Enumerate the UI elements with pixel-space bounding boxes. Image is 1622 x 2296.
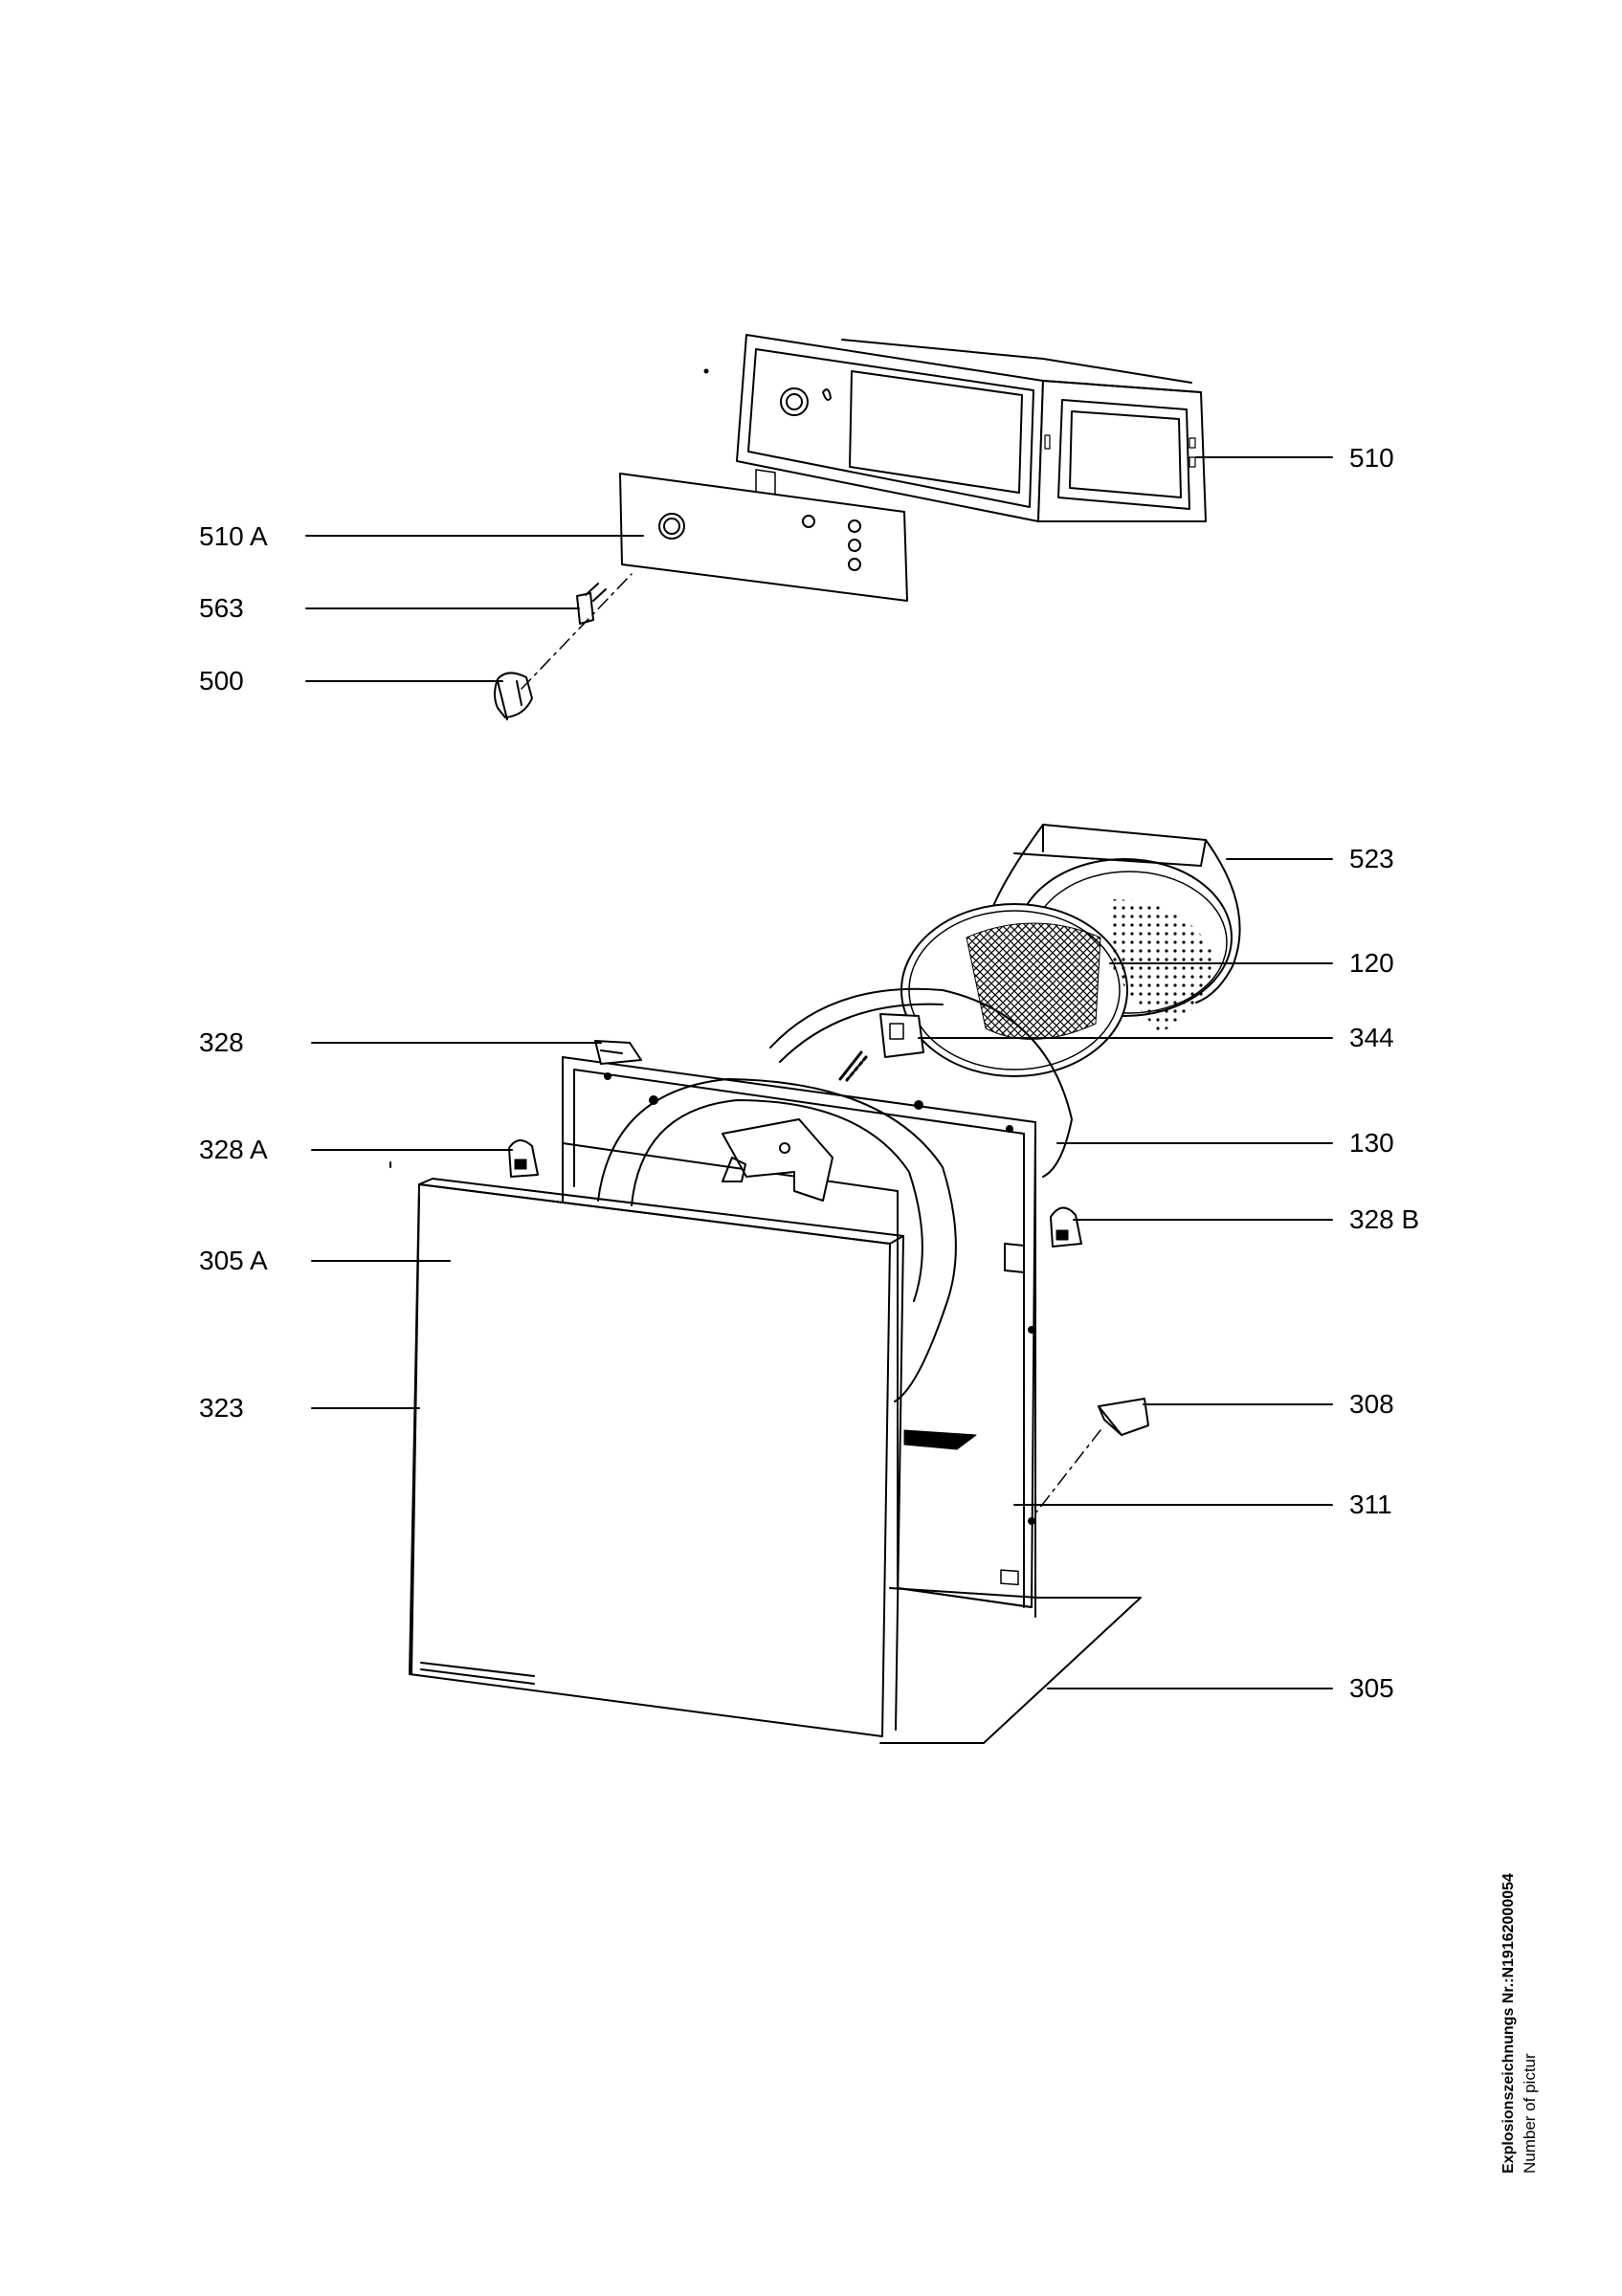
drawing-number-note: Explosionszeichnungs Nr.:N19162000054 Nu…: [1499, 1791, 1541, 2174]
clip-563: [576, 583, 607, 625]
label-510a: 510 A: [199, 521, 268, 551]
label-328: 328: [199, 1027, 244, 1057]
hook-308: [1098, 1398, 1149, 1436]
drawing-caption: Number of pictur: [1521, 2053, 1539, 2174]
label-510: 510: [1349, 443, 1394, 473]
door-panel-305a: [409, 1178, 904, 1737]
label-563: 563: [199, 593, 244, 623]
label-305a: 305 A: [199, 1246, 268, 1275]
drum-120: [900, 899, 1215, 1077]
label-305: 305: [1349, 1673, 1394, 1703]
panel-insert-510a: [619, 473, 908, 602]
label-344: 344: [1349, 1023, 1394, 1052]
label-130: 130: [1349, 1128, 1394, 1158]
label-311: 311: [1349, 1490, 1392, 1519]
base-plate-305: [879, 1587, 1142, 1744]
label-120: 120: [1349, 948, 1394, 978]
latch-328b: [1050, 1206, 1082, 1247]
label-308: 308: [1349, 1389, 1394, 1419]
latch-328a: [508, 1139, 539, 1178]
label-323: 323: [199, 1393, 244, 1423]
label-328b: 328 B: [1349, 1204, 1420, 1234]
control-panel-510: [736, 334, 1207, 560]
leader-lines: [305, 456, 1333, 1689]
bracket-328: [594, 1040, 642, 1065]
front-frame: [562, 1056, 1036, 1618]
label-500: 500: [199, 666, 244, 695]
knob-500: [494, 672, 533, 720]
label-328a: 328 A: [199, 1135, 268, 1164]
hinge-344: [838, 1013, 924, 1082]
label-523: 523: [1349, 844, 1394, 873]
scan-dot: [703, 368, 709, 374]
drawing-number: Explosionszeichnungs Nr.:N19162000054: [1500, 1873, 1517, 2174]
